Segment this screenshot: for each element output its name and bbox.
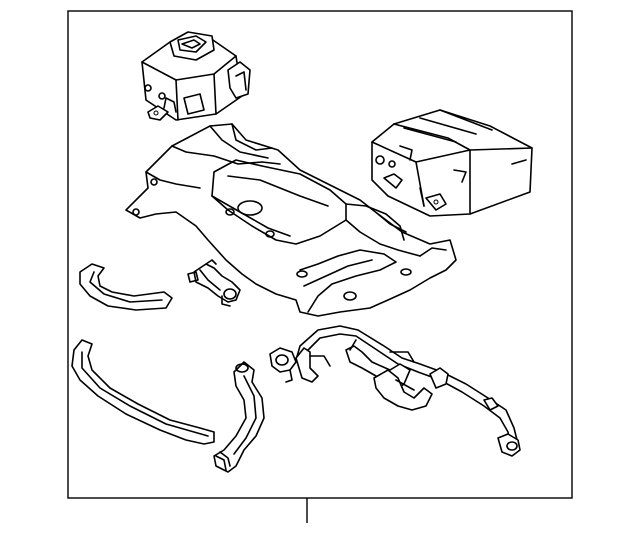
hose-right-assembly bbox=[295, 325, 521, 457]
diagram-frame bbox=[67, 10, 573, 499]
bracket-tray bbox=[125, 123, 457, 317]
canister-large bbox=[371, 109, 533, 217]
valve bbox=[187, 259, 241, 307]
hose-middle bbox=[213, 361, 265, 473]
hose-lower-left bbox=[71, 339, 215, 445]
hose-upper-left bbox=[79, 263, 173, 311]
connector-small bbox=[269, 347, 305, 383]
canister-small bbox=[141, 31, 251, 121]
